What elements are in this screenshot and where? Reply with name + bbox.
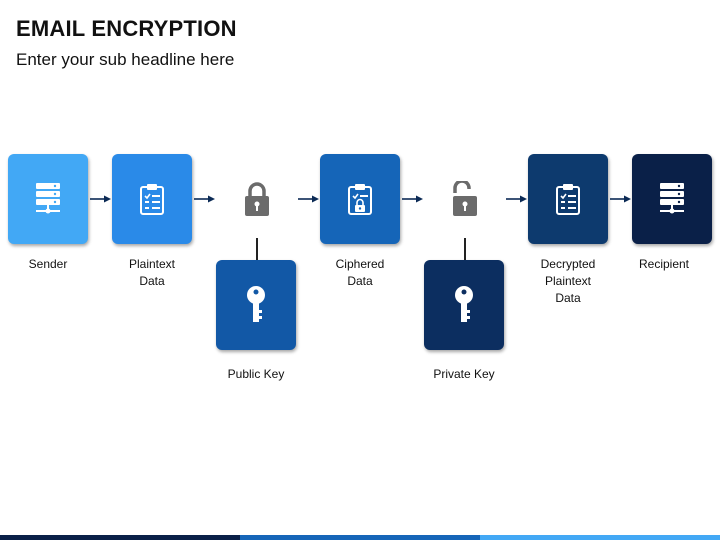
private-key-box (424, 260, 504, 350)
footer-strip (0, 535, 720, 540)
sender-box (8, 154, 88, 244)
public-key-box (216, 260, 296, 350)
arrow-lock-to-ciphered (298, 195, 319, 203)
page-subtitle: Enter your sub headline here (16, 50, 235, 69)
arrow-plaintext-to-lock (194, 195, 215, 203)
clipboard-lock-icon (348, 184, 372, 215)
footer-segment (0, 535, 240, 540)
server-icon (660, 183, 684, 214)
ciphered-data-box (320, 154, 400, 244)
sender-label: Sender (28, 257, 68, 271)
ciphered-data-label: Ciphered Data (305, 256, 415, 290)
ciphered-label-text: Ciphered Data (335, 257, 385, 288)
recipient-box (632, 154, 712, 244)
footer-segment (480, 535, 720, 540)
public-key-connector (256, 238, 258, 260)
plaintext-data-label: Plaintext Data (97, 256, 207, 290)
plaintext-data-box (112, 154, 192, 244)
arrow-lock-to-decrypted (506, 195, 527, 203)
clipboard-icon (556, 184, 580, 215)
lock-open-icon (453, 181, 477, 216)
lock-closed-icon (245, 182, 269, 216)
decrypted-label-text: Decrypted Plaintext Data (540, 257, 596, 305)
server-icon (36, 183, 60, 214)
private-key-connector (464, 238, 466, 260)
key-icon (455, 286, 473, 322)
recipient-label: Recipient (638, 257, 690, 271)
plaintext-label-text: Plaintext Data (128, 257, 176, 288)
arrow-ciphered-to-lock (402, 195, 423, 203)
footer-segment (240, 535, 480, 540)
private-key-label: Private Key (433, 367, 495, 381)
arrow-decrypted-to-recipient (610, 195, 631, 203)
page-title: EMAIL ENCRYPTION (16, 16, 237, 41)
public-key-label: Public Key (227, 367, 285, 381)
key-icon (247, 286, 265, 322)
decrypted-data-box (528, 154, 608, 244)
clipboard-icon (140, 184, 164, 215)
arrow-sender-to-plaintext (90, 195, 111, 203)
decrypted-data-label: Decrypted Plaintext Data (513, 256, 623, 307)
